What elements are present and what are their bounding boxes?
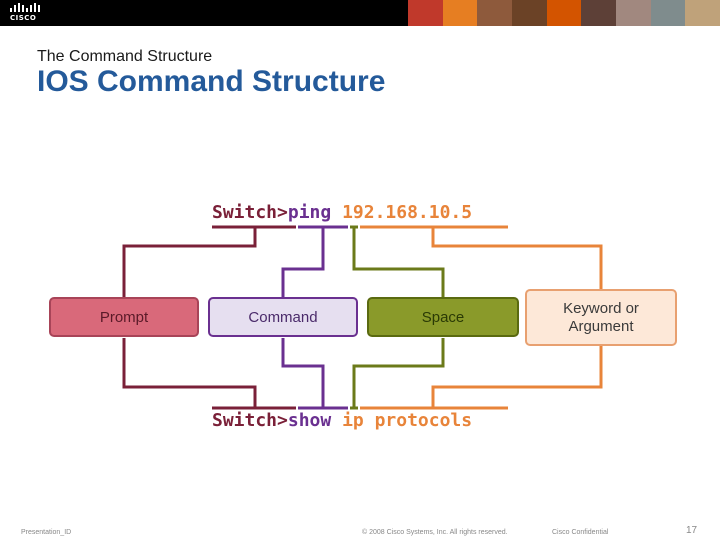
header-bar: CISCO xyxy=(0,0,720,26)
command-line-bottom: Switch>show ip protocols xyxy=(212,410,472,431)
command-box: Command xyxy=(208,297,358,337)
bottom-prompt: Switch> xyxy=(212,410,288,431)
space-connector-top xyxy=(352,227,445,297)
prompt-box: Prompt xyxy=(49,297,199,337)
footer-copyright: © 2008 Cisco Systems, Inc. All rights re… xyxy=(362,529,508,536)
header-photo xyxy=(477,0,513,26)
prompt-connector-bottom xyxy=(122,338,257,408)
header-photo-strip xyxy=(408,0,720,26)
page-number: 17 xyxy=(686,525,698,536)
bottom-argument: ip protocols xyxy=(342,410,473,431)
prompt-connector-top xyxy=(122,227,257,297)
slide-title: IOS Command Structure xyxy=(37,65,386,98)
keyword-argument-box: Keyword or Argument xyxy=(525,289,677,346)
command-line-top: Switch>ping 192.168.10.5 xyxy=(212,202,472,223)
keyword-box-label-line1: Keyword or xyxy=(563,299,639,317)
footer-presentation-id: Presentation_ID xyxy=(21,529,72,536)
logo-text: CISCO xyxy=(10,14,37,22)
argument-connector-bottom xyxy=(431,346,603,408)
prompt-box-label: Prompt xyxy=(99,308,149,326)
header-photo xyxy=(581,0,617,26)
header-photo xyxy=(442,0,478,26)
header-photo xyxy=(512,0,547,26)
command-box-label: Command xyxy=(248,308,318,326)
cisco-logo-icon xyxy=(10,3,40,12)
header-photo xyxy=(616,0,651,26)
space-box: Space xyxy=(367,297,519,337)
header-photo xyxy=(685,0,720,26)
keyword-box-label-line2: Argument xyxy=(568,317,634,335)
space-box-label: Space xyxy=(421,308,465,326)
top-command: ping xyxy=(287,202,332,223)
top-prompt: Switch> xyxy=(212,202,288,223)
bottom-command: show xyxy=(287,410,332,431)
header-photo xyxy=(650,0,686,26)
top-argument: 192.168.10.5 xyxy=(342,202,473,223)
command-connector-bottom xyxy=(281,338,325,408)
header-photo xyxy=(408,0,443,26)
header-photo xyxy=(546,0,582,26)
argument-connector-top xyxy=(431,227,603,289)
command-connector-top xyxy=(281,227,325,297)
slide-subtitle: The Command Structure xyxy=(37,48,213,65)
space-connector-bottom xyxy=(352,338,445,408)
footer-confidential: Cisco Confidential xyxy=(552,529,609,536)
